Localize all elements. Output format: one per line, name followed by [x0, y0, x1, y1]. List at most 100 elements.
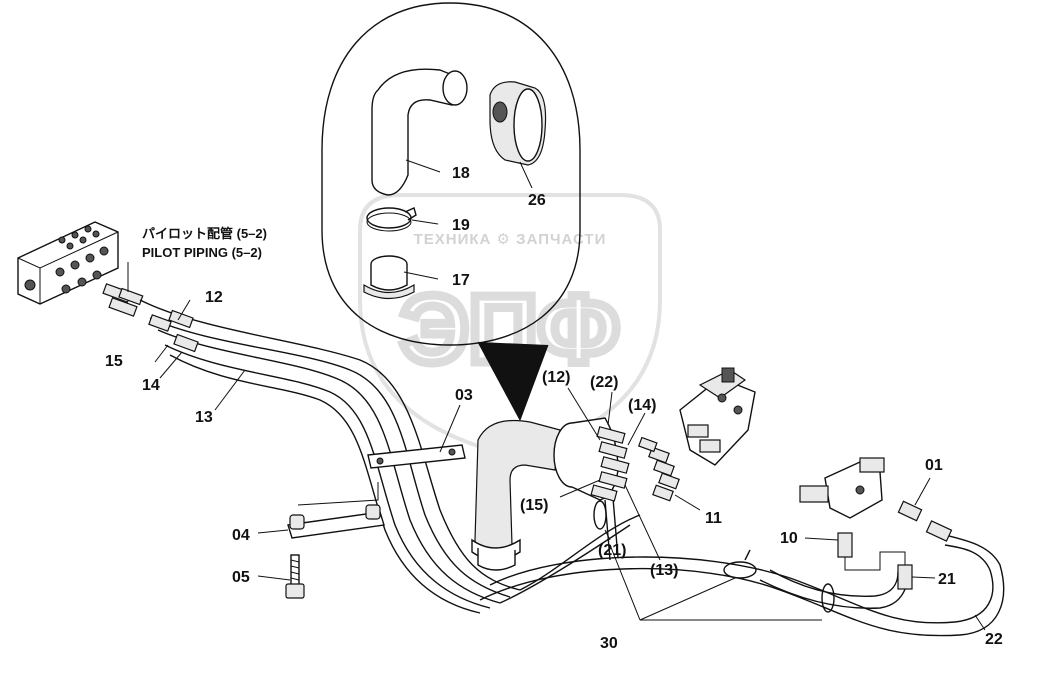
detail-bubble [321, 2, 581, 422]
bolt-05-shank [290, 554, 300, 586]
leader-30 [609, 544, 822, 621]
clamp-21 [593, 500, 607, 530]
label-03: 03 [455, 387, 473, 404]
clamp-30 [723, 561, 757, 579]
elbow-hose [474, 419, 561, 557]
label-22: 22 [985, 631, 1003, 648]
label-21-ref: (21) [598, 542, 626, 559]
bubble-outline [321, 2, 581, 346]
fitting-11 [638, 436, 658, 453]
leader-14b [627, 412, 646, 446]
leader-21 [911, 576, 936, 579]
bubble-pointer [477, 341, 549, 422]
label-19: 19 [452, 217, 470, 234]
hose [139, 299, 521, 591]
swivel-fitting [596, 426, 626, 444]
swivel-fitting [598, 471, 628, 489]
leader-04 [257, 529, 289, 534]
watermark-shield [358, 193, 662, 458]
fitting-21 [897, 564, 913, 590]
label-17: 17 [452, 272, 470, 289]
label-15-ref: (15) [520, 497, 548, 514]
hose [499, 524, 631, 604]
fitting-10-line [844, 551, 906, 571]
port [24, 279, 36, 291]
fitting-11 [652, 484, 674, 502]
valve-port-hole [717, 393, 727, 403]
port [99, 246, 109, 256]
elbow-adapter [477, 548, 516, 571]
label-30: 30 [600, 635, 618, 652]
elbow-hose-18 [371, 68, 461, 196]
port [61, 284, 71, 294]
leader-05 [257, 575, 291, 581]
label-21: 21 [938, 571, 956, 588]
clamps-30 [609, 544, 835, 621]
valve-01-port [799, 485, 829, 503]
leader-12b [567, 387, 601, 441]
label-05: 05 [232, 569, 250, 586]
label-14: 14 [142, 377, 160, 394]
label-04: 04 [232, 527, 250, 544]
leader-18 [405, 159, 441, 173]
swivel-fitting [590, 484, 618, 502]
port [70, 260, 80, 270]
port [55, 267, 65, 277]
label-14-ref: (14) [628, 397, 656, 414]
bolt-05-thread [290, 559, 300, 581]
leader-03 [439, 404, 461, 453]
port [92, 230, 100, 238]
pilot-control-valve [679, 367, 756, 466]
leader-12 [177, 299, 191, 321]
fitting-01b [925, 520, 953, 542]
fitting-14 [173, 333, 199, 353]
port [79, 236, 87, 244]
port [84, 225, 92, 233]
bracket-03 [367, 404, 466, 469]
leader-22b [607, 391, 613, 426]
leader-15 [154, 344, 169, 363]
hose-21 [759, 571, 909, 609]
clamp-30 [821, 583, 835, 613]
port [66, 242, 74, 250]
leader-plate [297, 482, 379, 506]
pilot-valve-block [17, 221, 144, 317]
label-10: 10 [780, 530, 798, 547]
plate-04 [257, 482, 385, 539]
label-12: 12 [205, 289, 223, 306]
hose-21b [612, 497, 619, 559]
clamp-19-band [366, 212, 412, 232]
label-11: 11 [705, 510, 722, 527]
swivel-fitting [598, 441, 628, 459]
label-13: 13 [195, 409, 213, 426]
port [77, 277, 87, 287]
label-15: 15 [105, 353, 123, 370]
leader-11 [674, 494, 701, 511]
hose-21 [769, 569, 899, 597]
fitting [108, 297, 138, 317]
bolt-05-head [285, 583, 305, 599]
elbow-hose-end [442, 70, 468, 106]
clamp-30-tab [744, 549, 751, 561]
plate-04-nut [365, 504, 381, 520]
hose-22 [489, 544, 994, 624]
port [58, 236, 66, 244]
fitting-10-body [837, 532, 853, 558]
watermark-tagline: ТЕХНИКА ⚙ ЗАПЧАСТИ [414, 231, 607, 248]
watermark: ТЕХНИКА ⚙ ЗАПЧАСТИ ЭПФ [358, 193, 662, 458]
fitting-10 [804, 532, 906, 571]
port [85, 253, 95, 263]
leader-14 [159, 351, 183, 379]
leader-13 [214, 369, 246, 411]
plate-04-body [287, 511, 385, 539]
bracket-hole [448, 448, 456, 456]
leader-22 [974, 614, 986, 631]
leader-01 [914, 477, 931, 506]
cap-26-face [513, 88, 543, 162]
hose [164, 344, 491, 609]
adapter-17-body [370, 264, 408, 291]
plate-04-nut [289, 514, 305, 530]
fitting-12 [168, 309, 194, 329]
